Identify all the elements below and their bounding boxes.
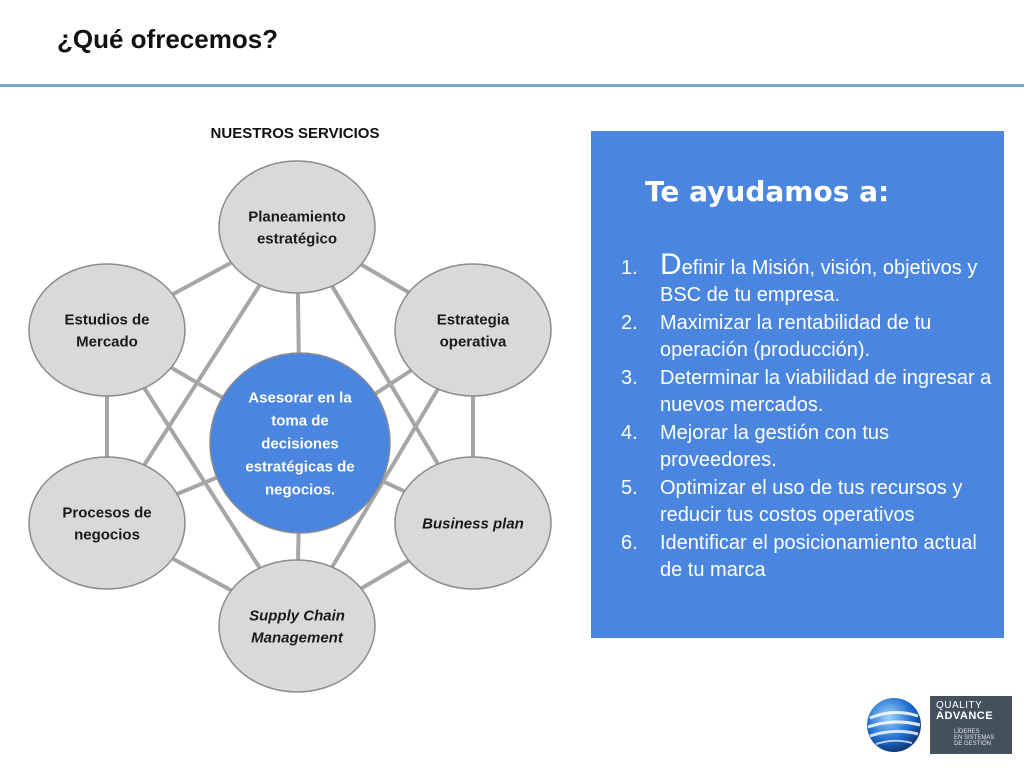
globe-icon <box>867 698 921 752</box>
help-item: 1. Definir la Misión, visión, objetivos … <box>621 250 994 309</box>
center-node-label: Asesorar en la toma de decisiones estratégi… <box>245 389 354 498</box>
service-node-label-supply-line: Management <box>251 629 344 646</box>
help-list: 1. Definir la Misión, visión, objetivos … <box>621 250 994 585</box>
title-divider <box>0 84 1024 87</box>
service-node-label-estudios-line: Mercado <box>76 333 138 350</box>
logo-tagline-line: EN SISTEMAS <box>954 735 995 741</box>
slide-title: ¿Qué ofrecemos? <box>57 24 279 54</box>
help-item-initial: D <box>660 248 682 281</box>
help-item-number: 3. <box>621 367 638 389</box>
center-node-label-line: decisiones <box>261 435 339 452</box>
help-item: 3. Determinar la viabilidad de ingresar … <box>621 365 994 419</box>
service-node-label-planeamiento-line: Planeamiento <box>248 208 346 225</box>
logo-name: QUALITY ADVANCE <box>936 700 993 722</box>
logo-line1: QUALITY <box>936 700 983 711</box>
help-item: 6. Identificar el posicionamiento actual… <box>621 530 994 584</box>
diagram-nodes <box>28 160 552 693</box>
help-item-text: Maximizar la rentabilidad de tu operació… <box>660 312 932 361</box>
help-item: 5. Optimizar el uso de tus recursos y re… <box>621 475 994 529</box>
help-item-text: Optimizar el uso de tus recursos y reduc… <box>660 477 963 526</box>
help-item-number: 2. <box>621 312 638 334</box>
help-title: Te ayudamos a: <box>645 175 890 208</box>
service-node-estrategia <box>394 263 552 397</box>
help-panel: Te ayudamos a: 1. Definir la Misión, vis… <box>591 131 1004 638</box>
center-node-label-line: estratégicas de <box>245 458 354 475</box>
help-item-text: Determinar la viabilidad de ingresar a n… <box>660 367 992 416</box>
help-item: 4. Mejorar la gestión con tus proveedore… <box>621 420 994 474</box>
logo-wordmark: QUALITY ADVANCE LÍDERES EN SISTEMAS DE G… <box>930 696 1012 754</box>
service-node-label-estrategia-line: Estrategia <box>437 311 510 328</box>
diagram-labels: Asesorar en la toma de decisiones estratégi… <box>62 208 523 646</box>
service-node-estudios <box>28 263 186 397</box>
company-logo: QUALITY ADVANCE LÍDERES EN SISTEMAS DE G… <box>864 694 1012 756</box>
service-node-label-supply-line: Supply Chain <box>249 607 345 624</box>
service-node-label-estrategia: Estrategia operativa <box>437 311 510 350</box>
service-node-supply <box>218 559 376 693</box>
service-node-planeamiento <box>218 160 376 294</box>
help-item-text: Mejorar la gestión con tus proveedores. <box>660 422 890 471</box>
help-item-text: Definir la Misión, visión, objetivos y B… <box>660 250 994 309</box>
service-node-label-procesos-line: Procesos de <box>62 504 151 521</box>
service-node-procesos <box>28 456 186 590</box>
center-node-label-line: Asesorar en la <box>248 389 352 406</box>
logo-line2: ADVANCE <box>936 710 994 722</box>
center-node <box>209 352 391 534</box>
service-node-label-business-line: Business plan <box>422 515 524 532</box>
logo-tagline-line: DE GESTIÓN <box>954 741 992 747</box>
logo-tagline-line: LÍDERES <box>954 729 980 735</box>
service-node-label-estudios: Estudios de Mercado <box>64 311 149 350</box>
help-item-text: Identificar el posicionamiento actual de… <box>660 532 977 581</box>
logo-tagline: LÍDERES EN SISTEMAS DE GESTIÓN <box>954 729 994 747</box>
help-item-rest: efinir la Misión, visión, objetivos y BS… <box>660 257 978 306</box>
help-item-number: 1. <box>621 257 638 279</box>
help-item-number: 5. <box>621 477 638 499</box>
services-heading: NUESTROS SERVICIOS <box>210 125 380 142</box>
service-node-label-estrategia-line: operativa <box>440 333 507 350</box>
service-node-label-estudios-line: Estudios de <box>64 311 149 328</box>
help-item-number: 4. <box>621 422 638 444</box>
service-node-label-business: Business plan <box>422 515 524 532</box>
service-node-label-procesos-line: negocios <box>74 526 140 543</box>
center-node-label-line: negocios. <box>265 481 335 498</box>
service-node-label-procesos: Procesos de negocios <box>62 504 151 543</box>
help-item-number: 6. <box>621 532 638 554</box>
service-node-business <box>394 456 552 590</box>
help-item: 2. Maximizar la rentabilidad de tu opera… <box>621 310 994 364</box>
center-node-label-line: toma de <box>271 412 329 429</box>
service-node-label-planeamiento-line: estratégico <box>257 230 337 247</box>
service-node-label-planeamiento: Planeamiento estratégico <box>248 208 346 247</box>
